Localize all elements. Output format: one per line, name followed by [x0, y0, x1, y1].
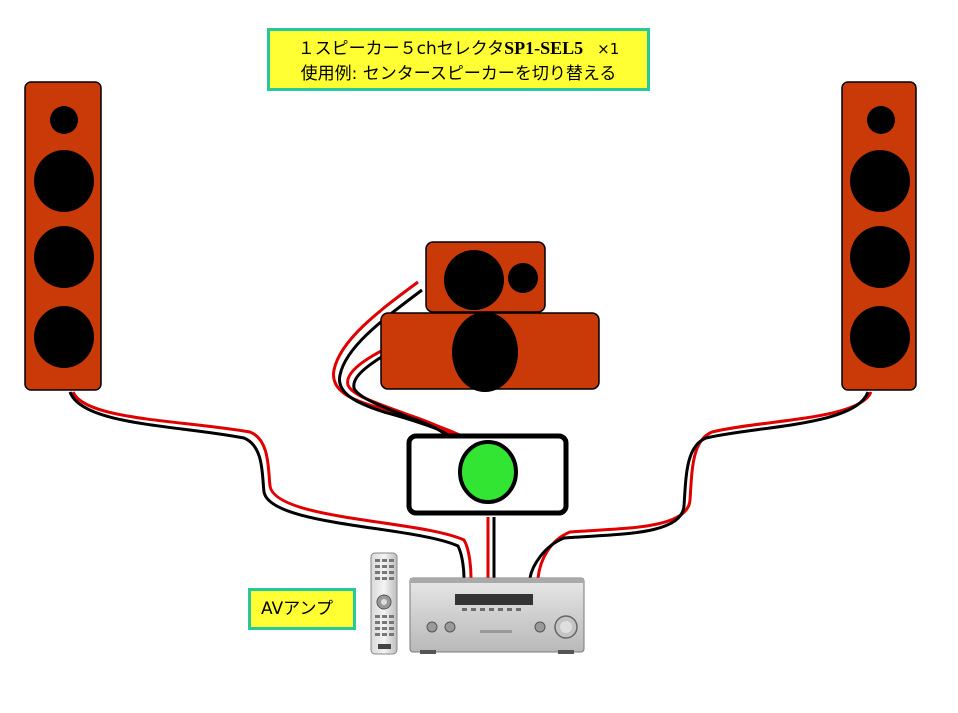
selector-knob: [458, 440, 518, 504]
amp-label: AVアンプ: [248, 588, 356, 630]
title-line-1: １スピーカー５chセレクタSP1-SEL5 ×1: [270, 36, 647, 62]
title-line-2: 使用例: センタースピーカーを切り替える: [300, 64, 617, 84]
center-speaker-a: [425, 241, 546, 313]
remote-control: [370, 552, 398, 655]
right-front-speaker: [841, 81, 917, 391]
speaker-selector: [406, 433, 569, 516]
center-speaker-b: [380, 312, 600, 392]
wire-amp-to-selector: [486, 517, 496, 578]
wire-selector-to-bottom-center: [346, 348, 456, 440]
title-box: １スピーカー５chセレクタSP1-SEL5 ×1 使用例: センタースピーカーを切…: [267, 28, 650, 91]
wire-left-speaker: [68, 391, 473, 579]
wire-right-speaker: [528, 391, 873, 579]
amp-display: [455, 594, 533, 605]
left-front-speaker: [24, 81, 102, 391]
title-model: SP1-SEL5: [504, 38, 584, 58]
av-amplifier: [409, 577, 585, 654]
title-quantity: ×1: [597, 40, 620, 58]
title-prefix: １スピーカー５chセレクタ: [297, 39, 505, 59]
